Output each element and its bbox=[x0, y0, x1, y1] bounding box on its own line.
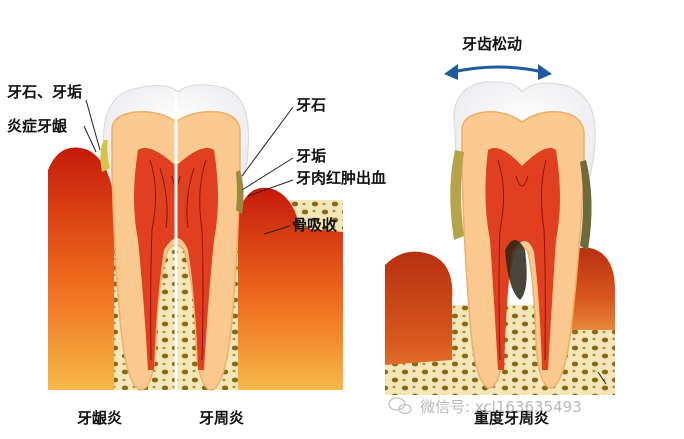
periodontitis-label: 牙周炎 bbox=[199, 410, 244, 427]
gingivitis-label: 牙龈炎 bbox=[77, 410, 122, 427]
left-inflamed-gum bbox=[48, 148, 114, 391]
right-panel bbox=[385, 64, 615, 395]
calculus-plaque-label: 牙石、牙垢 bbox=[7, 84, 82, 101]
calculus-label: 牙石 bbox=[296, 97, 326, 114]
loose-arrow-icon bbox=[444, 64, 552, 80]
tooth-loose-label: 牙齿松动 bbox=[462, 36, 522, 53]
watermark-text: 微信号: xcl163635493 bbox=[420, 396, 582, 417]
left-panel bbox=[48, 85, 343, 395]
plaque-label: 牙垢 bbox=[296, 148, 326, 165]
gum-bleeding-label: 牙肉红肿出血 bbox=[296, 170, 386, 187]
wechat-icon bbox=[389, 398, 411, 414]
inflamed-gum-label: 炎症牙龈 bbox=[7, 118, 67, 135]
bone-resorption-label: 骨吸收 bbox=[292, 217, 337, 234]
